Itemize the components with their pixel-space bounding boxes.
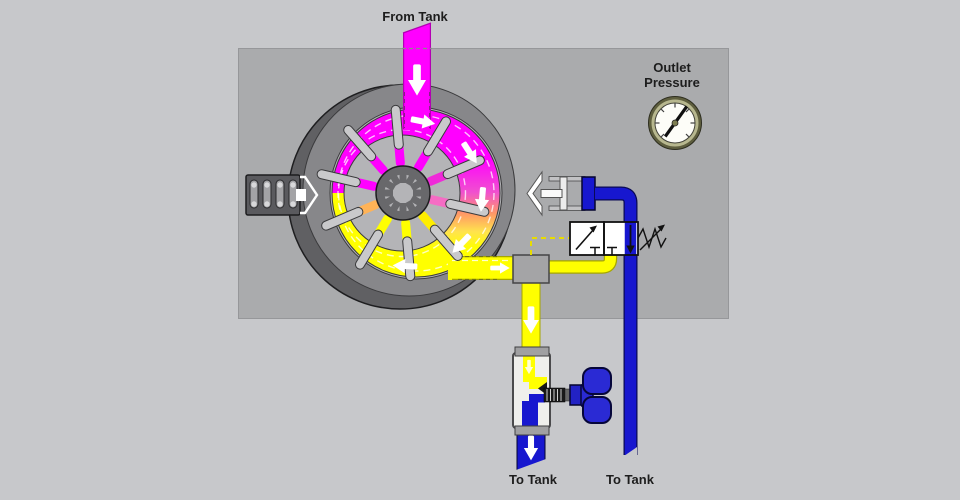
junction-block (512, 254, 550, 284)
compensator-piston (526, 170, 596, 217)
splined-shaft-hub (375, 165, 431, 221)
outlet-pressure-line1: Outlet (653, 60, 691, 75)
outlet-pressure-label: Outlet Pressure (627, 60, 717, 90)
pilot-sense-line (530, 237, 569, 255)
valve-outlet-channel (522, 401, 538, 428)
to-tank-label-flow-valve: To Tank (509, 472, 557, 487)
pipe-end-cut-right (624, 447, 637, 458)
pipe-end-cut-left (516, 459, 546, 473)
to-tank-label-compensator: To Tank (606, 472, 654, 487)
flow-path-arrow-icon (626, 225, 635, 254)
piston-arrowhead-icon (526, 170, 543, 217)
adjustable-spring-icon (637, 224, 667, 251)
outlet-pressure-line2: Pressure (644, 75, 700, 90)
adjust-knob[interactable] (580, 367, 612, 424)
compensator-tank-line (595, 186, 638, 455)
from-tank-label: From Tank (382, 9, 448, 24)
pressure-gauge (648, 96, 702, 150)
pressure-gradient-zone (409, 109, 500, 277)
gauge-ticks (655, 103, 695, 138)
outlet-junction (512, 254, 618, 352)
compensator-valve-symbol (569, 221, 667, 256)
valve-top-fitting (514, 346, 550, 357)
drive-shaft-coupling (245, 174, 319, 216)
shaft-rotation-arrow-icon (296, 175, 319, 215)
variable-orifice-arrow-icon (575, 225, 597, 251)
needle-thread (543, 387, 571, 403)
blocked-port-icons (590, 246, 617, 255)
valve-bottom-fitting (514, 425, 550, 436)
